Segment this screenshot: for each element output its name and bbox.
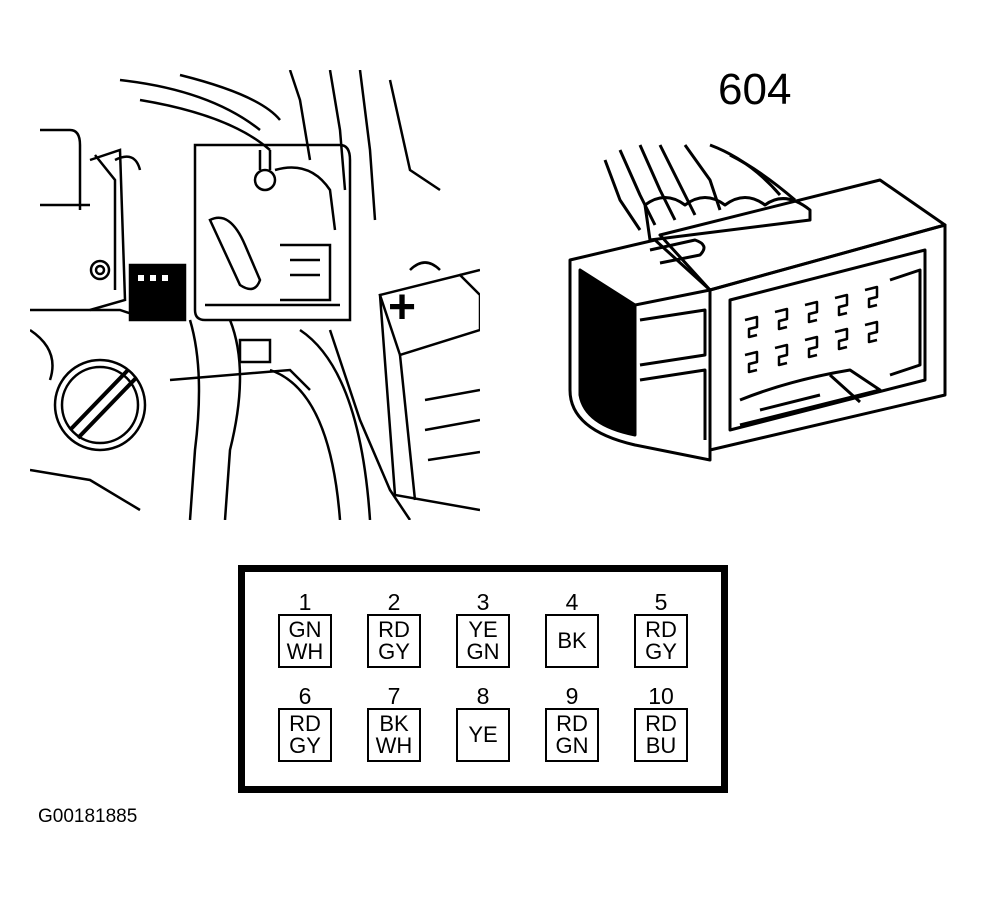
wire-color-code: YE — [468, 617, 498, 642]
wire-color-code: RD — [378, 617, 410, 642]
wire-color-code: GN — [466, 639, 500, 664]
connector-number-label: 604 — [718, 65, 792, 114]
wire-color-code: BU — [645, 733, 677, 758]
wire-color-code: GN — [555, 733, 589, 758]
pin-wire-color-box: BK — [545, 614, 599, 668]
pin-number: 6 — [298, 683, 312, 709]
wire-color-code: GN — [288, 617, 322, 642]
pin-number: 2 — [387, 589, 401, 615]
wire-color-code: RD — [289, 711, 321, 736]
wire-color-code: YE — [468, 722, 498, 747]
pin-number: 9 — [565, 683, 579, 709]
battery-plus-symbol: + — [388, 281, 417, 334]
wire-color-code: WH — [286, 639, 324, 664]
wire-color-code: BK — [379, 711, 409, 736]
pin-number: 10 — [648, 683, 674, 709]
wire-color-code: RD — [645, 711, 677, 736]
figure-code-label: G00181885 — [38, 806, 138, 827]
pin-wire-color-box: YE — [456, 708, 510, 762]
wire-color-code: GY — [645, 639, 677, 664]
wire-color-code: RD — [645, 617, 677, 642]
pin-number: 4 — [565, 589, 579, 615]
connector-illustration — [568, 143, 947, 462]
wire-color-code: WH — [375, 733, 413, 758]
wire-color-code: RD — [556, 711, 588, 736]
engine-bay-illustration — [30, 70, 480, 520]
pin-number: 1 — [298, 589, 312, 615]
wire-color-code: GY — [289, 733, 321, 758]
pin-number: 8 — [476, 683, 490, 709]
wire-color-code: GY — [378, 639, 410, 664]
pin-number: 3 — [476, 589, 490, 615]
pin-number: 5 — [654, 589, 668, 615]
wire-color-code: BK — [557, 628, 587, 653]
pin-number: 7 — [387, 683, 401, 709]
